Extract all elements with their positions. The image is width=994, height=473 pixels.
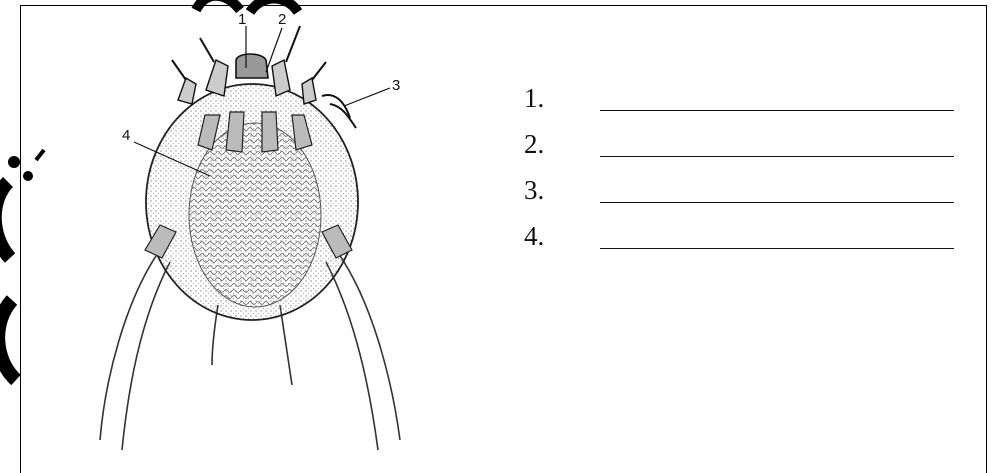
- answer-blank-2[interactable]: [600, 156, 954, 157]
- diagram-label-1: 1: [238, 11, 246, 28]
- answer-number: 1.: [524, 82, 544, 114]
- answer-blank-3[interactable]: [600, 202, 954, 203]
- answer-blank-4[interactable]: [600, 248, 954, 249]
- dorsal-striations: [189, 123, 321, 307]
- capitulum: [236, 54, 268, 78]
- answer-number: 4.: [524, 220, 544, 252]
- answer-number: 2.: [524, 128, 544, 160]
- answer-blank-1[interactable]: [600, 110, 954, 111]
- answer-number: 3.: [524, 174, 544, 206]
- diagram-label-2: 2: [278, 11, 286, 28]
- diagram-label-4: 4: [122, 127, 130, 144]
- diagram-label-3: 3: [392, 77, 400, 94]
